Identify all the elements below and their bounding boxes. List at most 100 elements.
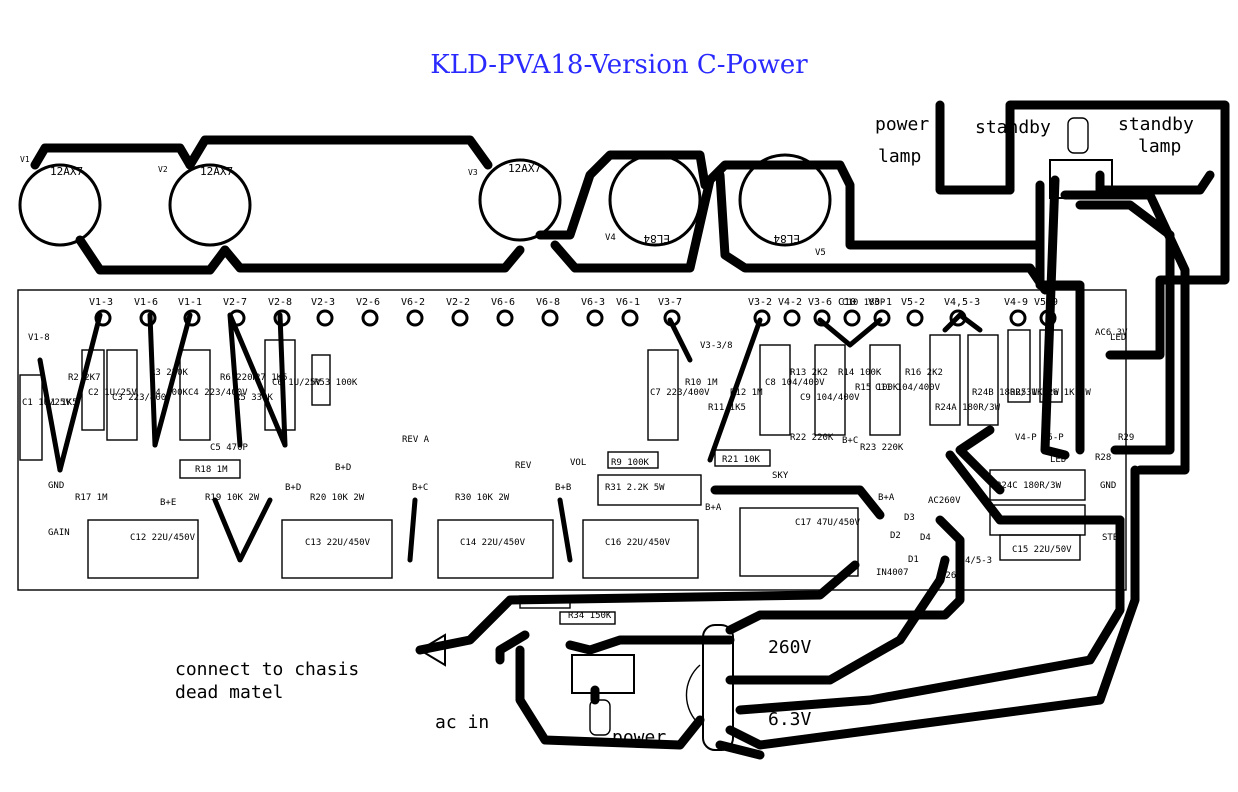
component-r13: R13 2K2 <box>790 368 828 378</box>
pad-label-v2-6: V2-6 <box>356 297 380 308</box>
board-label-8: B+C <box>842 436 858 446</box>
pad-label-v1-1: V1-1 <box>178 297 202 308</box>
component-r23: R23 220K <box>860 443 904 453</box>
tube-v5-label: EL84 <box>773 232 800 245</box>
solder-pad <box>94 309 112 327</box>
component-r26: R26 1K 2W <box>1042 388 1091 398</box>
standby-lamp-text-1: standby <box>1118 114 1194 135</box>
component-d3: D3 <box>904 513 915 523</box>
pad-label-v5-2: V5-2 <box>901 297 925 308</box>
solder-pad <box>316 309 334 327</box>
v63-text: 6.3V <box>768 709 812 730</box>
standby-switch-symbol <box>1049 117 1113 199</box>
connect-text-1: connect to chasis <box>175 659 359 680</box>
component-c12: C12 22U/450V <box>130 533 196 543</box>
component-r5: R5 330K <box>235 393 274 403</box>
pad-label-v6-1: V6-1 <box>616 297 640 308</box>
solder-pad <box>406 309 424 327</box>
component-r2: R2 2K7 <box>68 373 101 383</box>
component-c1: C1 1U/25V <box>22 398 71 408</box>
transformer <box>685 624 734 751</box>
power-lamp-text-2: lamp <box>878 146 921 167</box>
solder-pad <box>949 309 967 327</box>
component-r31: R31 2.2K 5W <box>605 483 665 493</box>
component-r16: R16 2K2 <box>905 368 943 378</box>
component-c13: C13 22U/450V <box>305 538 371 548</box>
diagram-title: KLD-PVA18-Version C-Power <box>430 50 808 80</box>
component-r9: R9 100K <box>611 458 650 468</box>
component-c7: C7 223/400V <box>650 388 710 398</box>
pad-label-v1-3: V1-3 <box>89 297 113 308</box>
board-label-26: V5-P <box>1042 433 1064 443</box>
board-label-7: SKY <box>772 471 789 481</box>
board-label-12: B+B <box>555 483 571 493</box>
solder-pad <box>906 309 924 327</box>
components <box>19 329 1086 625</box>
component-c17: C17 47U/450V <box>795 518 861 528</box>
component-r21: R21 10K <box>722 455 761 465</box>
component-r24b: R24B 180R/3W <box>972 388 1038 398</box>
board-label-22: LED <box>1110 333 1126 343</box>
component-r30: R30 10K 2W <box>455 493 510 503</box>
tube-v1: 12AX7 V1 <box>18 155 102 247</box>
component-r24c: R24C 180R/3W <box>996 481 1062 491</box>
board-label-27: V3-3/8 <box>700 341 733 351</box>
solder-pad <box>873 309 891 327</box>
solder-pad <box>361 309 379 327</box>
pad-label-v3-1: V3-1 <box>868 297 892 308</box>
standby-lamp-text-2: lamp <box>1138 136 1181 157</box>
tube-v3: 12AX7 V3 <box>468 158 562 242</box>
component-c9: C9 104/400V <box>800 393 860 403</box>
solder-pad <box>228 309 246 327</box>
board-label-16: IN4007 <box>876 568 909 578</box>
solder-pad <box>1039 309 1057 327</box>
pad-label-v2-2: V2-2 <box>446 297 470 308</box>
board-label-23: R28 <box>1095 453 1111 463</box>
svg-text:V4: V4 <box>605 233 616 243</box>
standby-text: standby <box>975 117 1051 138</box>
component-r15: R15 100K <box>855 383 899 393</box>
component-c8: C8 104/400V <box>765 378 825 388</box>
component-r10: R10 1M <box>685 378 718 388</box>
component-r33: R33 470K <box>512 596 556 606</box>
solder-pad <box>783 309 801 327</box>
pad-label-v6-2: V6-2 <box>401 297 425 308</box>
solder-pad <box>451 309 469 327</box>
board-label-5: REV <box>515 461 532 471</box>
component-r25: R25 1K 2W <box>1010 388 1059 398</box>
solder-pad <box>183 309 201 327</box>
component-r24d: R24D 180R/3W <box>996 516 1062 526</box>
solder-pad <box>843 309 861 327</box>
svg-text:V5: V5 <box>815 248 826 258</box>
pad-label-v3-6: V3-6 <box>808 297 832 308</box>
solder-pad <box>1009 309 1027 327</box>
component-c2: C2 1U/25V <box>88 388 137 398</box>
solder-pad <box>541 309 559 327</box>
component-r53: R53 100K <box>314 378 358 388</box>
component-d4: D4 <box>920 533 931 543</box>
tube-traces <box>30 100 1230 475</box>
svg-text:V3: V3 <box>468 168 478 177</box>
component-d2: D2 <box>890 531 901 541</box>
power-switch-text: power <box>612 727 666 748</box>
component-r14: R14 100K <box>838 368 882 378</box>
tube-v4: EL84 V4 <box>605 153 702 247</box>
solder-pad <box>586 309 604 327</box>
board-label-0: V1-8 <box>28 333 50 343</box>
board-label-20: STB <box>1102 533 1118 543</box>
solder-pad <box>621 309 639 327</box>
board-label-21: AC6.3V <box>1095 328 1128 338</box>
power-switch-symbol <box>571 654 635 736</box>
component-r3: R3 220K <box>150 368 189 378</box>
component-r12: R12 1M <box>730 388 763 398</box>
component-c11: C11 104/400V <box>875 383 941 393</box>
tube-v5: EL84 V5 <box>738 153 832 258</box>
board-label-18: LED <box>1050 455 1066 465</box>
component-r7: R7 1K5 <box>255 373 288 383</box>
pad-label-v3-7: V3-7 <box>658 297 682 308</box>
pad-label-v6-6: V6-6 <box>491 297 515 308</box>
svg-text:V2: V2 <box>158 165 168 174</box>
tube-v2-label: 12AX7 <box>200 165 233 178</box>
